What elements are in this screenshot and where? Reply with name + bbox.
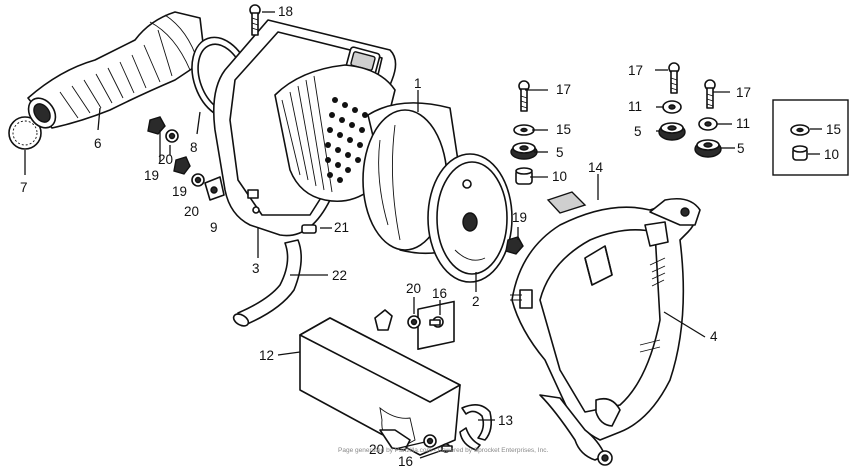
label-13: 13 [498, 413, 513, 428]
label-1: 1 [414, 76, 422, 91]
label-9: 9 [210, 220, 218, 235]
label-5-center: 5 [556, 145, 564, 160]
element-perforations [325, 97, 368, 183]
label-17-right-a: 17 [628, 63, 643, 78]
part-6-intake-tube [27, 11, 206, 129]
part-9-bracket [204, 176, 225, 201]
label-11-right-b: 11 [736, 116, 750, 131]
part-21-clip [301, 224, 317, 234]
label-15-center: 15 [556, 122, 571, 137]
label-14: 14 [588, 160, 604, 175]
part-2-element-cover [427, 153, 513, 283]
label-19-left-a: 19 [144, 168, 159, 183]
label-7: 7 [20, 180, 28, 195]
inset-parts [790, 124, 810, 161]
label-3: 3 [252, 261, 260, 276]
part-14-label [546, 191, 587, 214]
label-6: 6 [94, 136, 102, 151]
label-8: 8 [190, 140, 198, 155]
label-21: 21 [334, 220, 349, 235]
label-19-left-b: 19 [172, 184, 187, 199]
hardware-center [407, 236, 524, 453]
label-16-bottom: 16 [398, 454, 413, 469]
hardware-19-20-left [147, 116, 205, 187]
label-10-inset: 10 [824, 147, 839, 162]
inset-box [772, 99, 849, 176]
leader-lines [24, 11, 822, 459]
label-4: 4 [710, 329, 718, 344]
mounting-stack-center [510, 80, 538, 185]
part-13-clip [459, 404, 492, 451]
label-5-right-b: 5 [737, 141, 745, 156]
label-12: 12 [259, 348, 274, 363]
label-2: 2 [472, 294, 480, 309]
label-17-center: 17 [556, 82, 571, 97]
label-19-center: 19 [512, 210, 527, 225]
part-18-bolt [249, 4, 261, 36]
label-16-center: 16 [432, 286, 447, 301]
label-20-left-a: 20 [158, 152, 173, 167]
label-10-center: 10 [552, 169, 567, 184]
label-18: 18 [278, 4, 293, 19]
part-7-clamp-ring [8, 116, 42, 150]
part-number-labels: 7 6 8 18 1 2 3 4 17 15 5 10 17 11 5 17 1… [20, 4, 841, 469]
label-20-center: 20 [406, 281, 421, 296]
mounting-stack-right-a [658, 62, 686, 141]
part-4-side-cover [510, 197, 701, 466]
label-5-right-a: 5 [634, 124, 642, 139]
label-20-left-b: 20 [184, 204, 199, 219]
label-22: 22 [332, 268, 347, 283]
label-11-right-a: 11 [628, 99, 642, 114]
label-20-bottom: 20 [369, 442, 384, 457]
label-15-inset: 15 [826, 122, 841, 137]
footer-credit: Page generated by Partzilla.com - Powere… [338, 447, 548, 454]
part-22-drain-tube [232, 239, 302, 327]
label-17-right-b: 17 [736, 85, 751, 100]
